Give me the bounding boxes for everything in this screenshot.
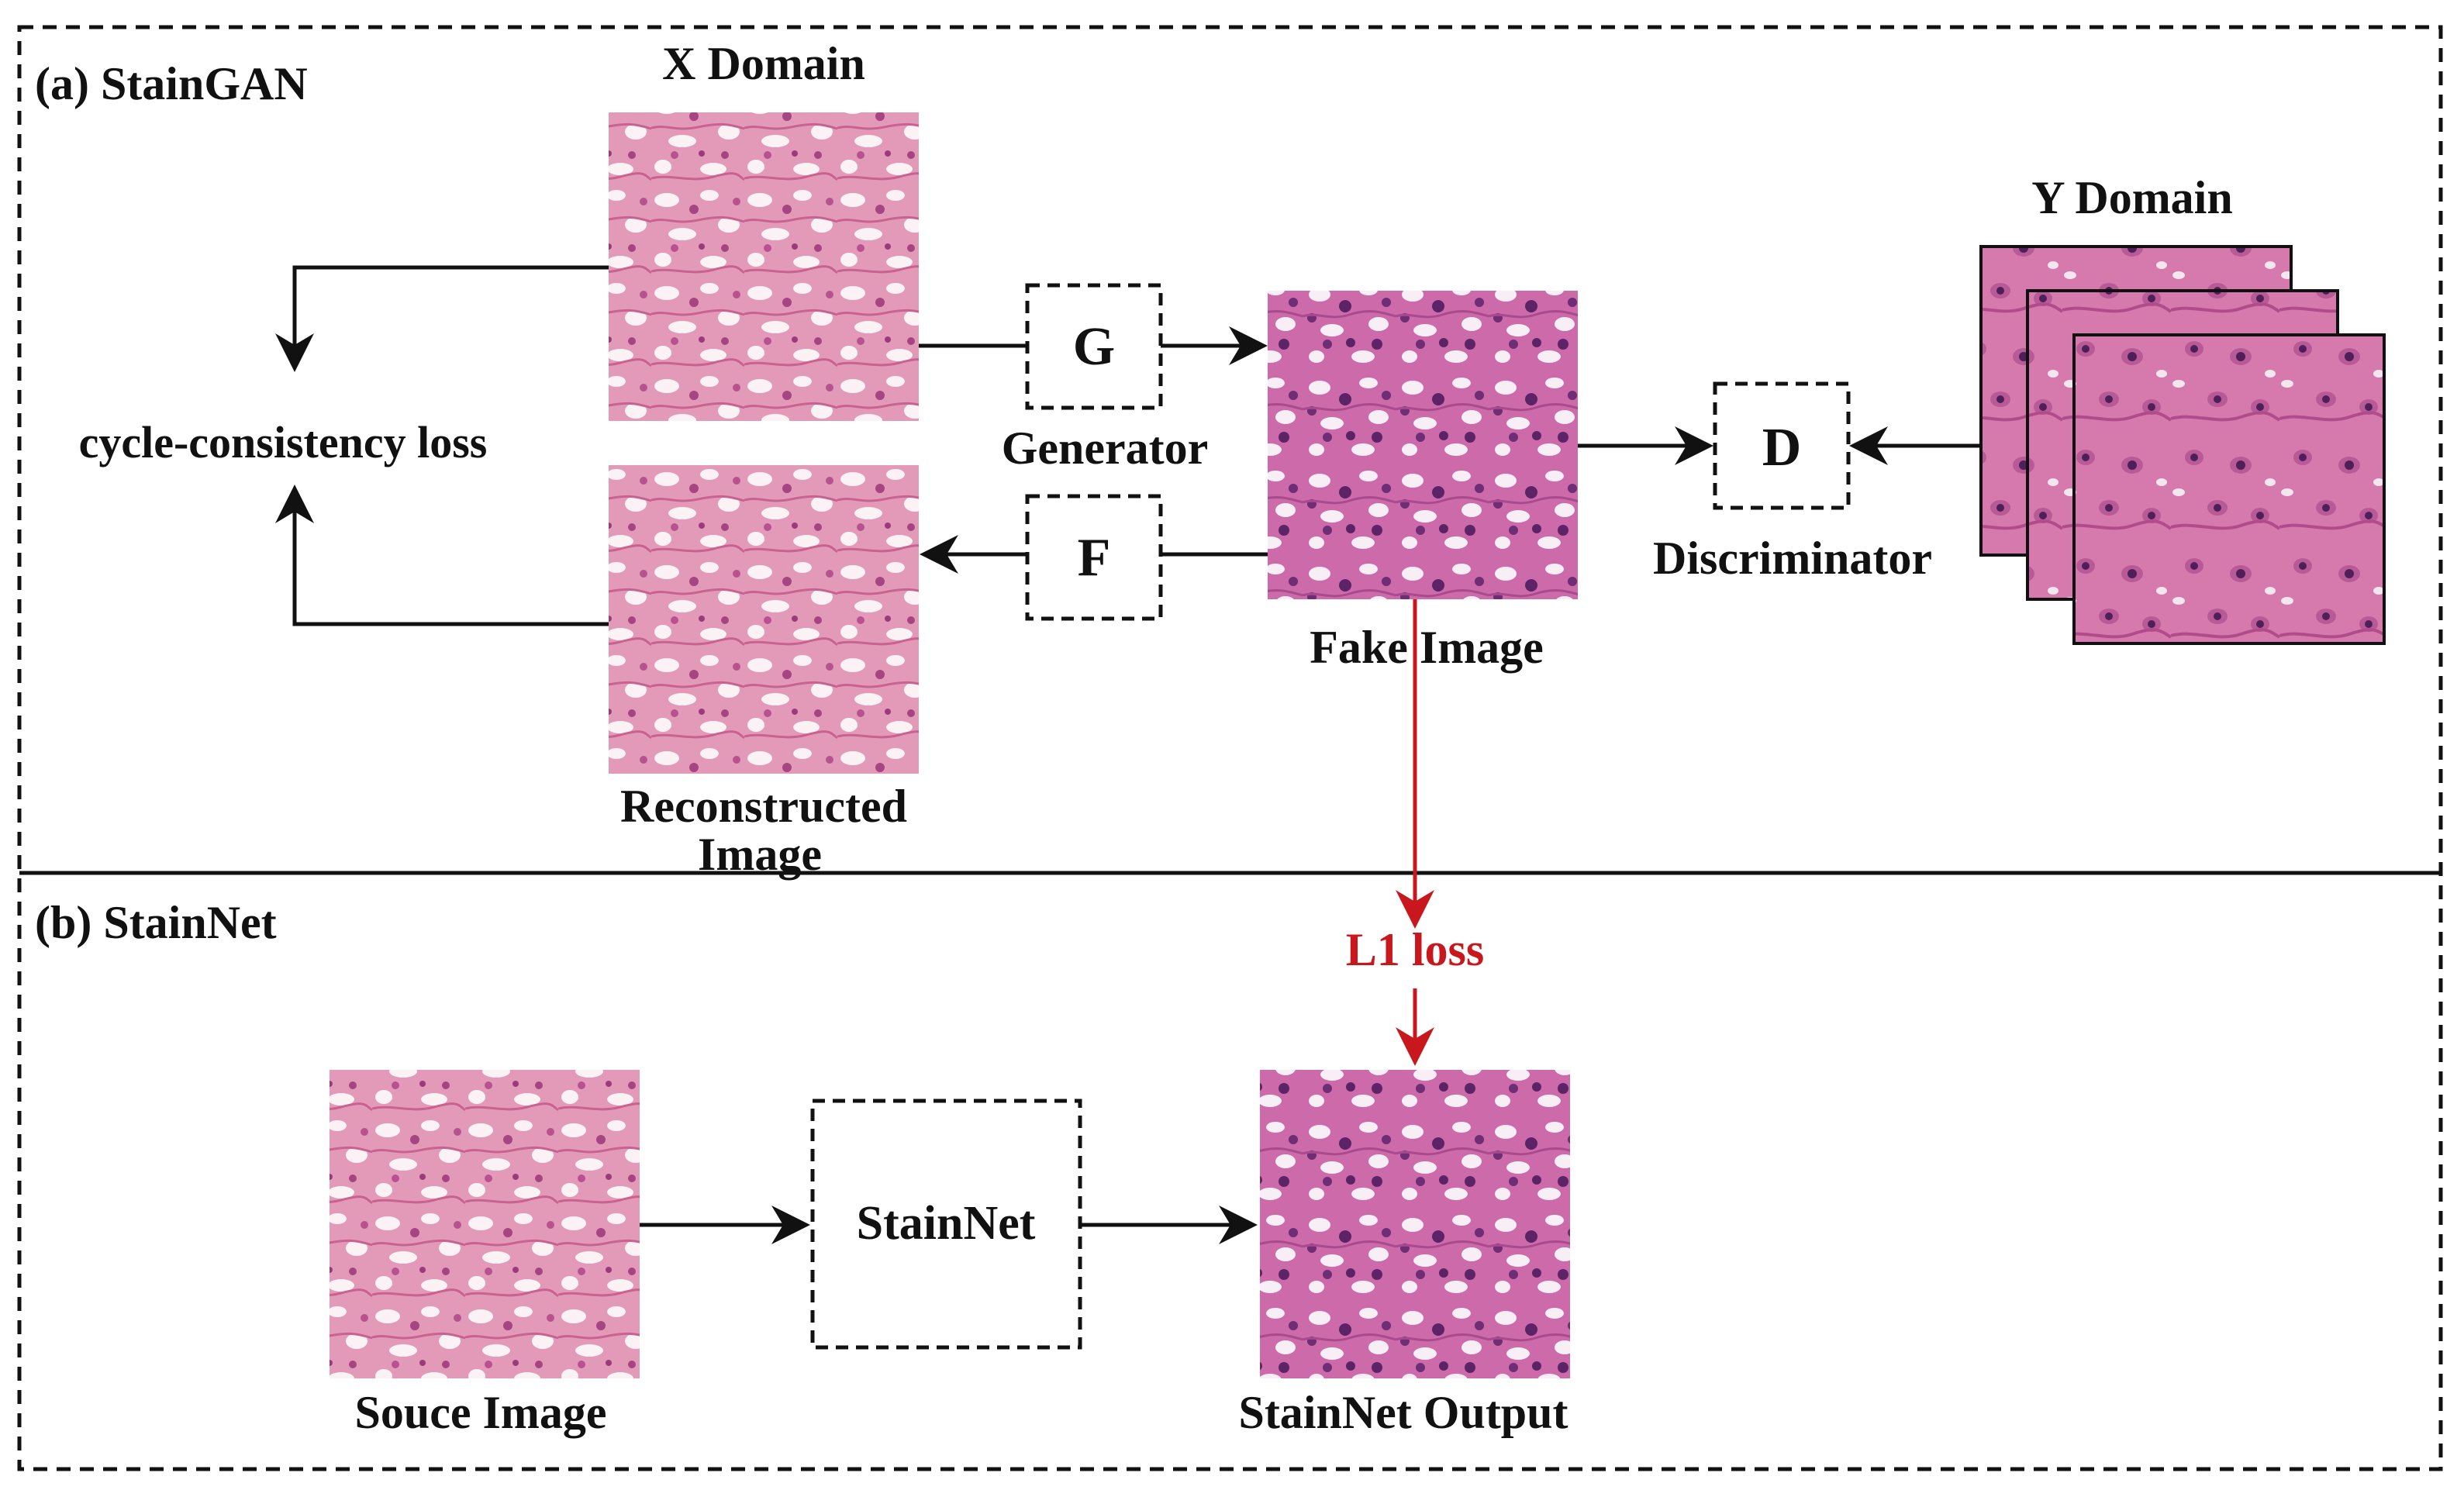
generator-box-label: G (1073, 317, 1115, 377)
stainnet-box (810, 1099, 1082, 1350)
source-image (330, 1070, 640, 1378)
cycle-arrow-bottom (275, 485, 609, 626)
cycle-arrow-top (275, 265, 609, 372)
fake-image-label: Fake Image (1310, 622, 1544, 673)
generator-label: Generator (1002, 423, 1209, 474)
outer-frame (17, 25, 2443, 1471)
f-box (1025, 494, 1163, 621)
reconstructed-image (609, 465, 919, 774)
reconstructed-label-line1: Reconstructed (620, 781, 907, 832)
cycle-consistency-loss-label: cycle-consistency loss (79, 417, 488, 467)
discriminator-box-label: D (1762, 418, 1802, 478)
panel-a-title: (a) StainGAN (35, 58, 308, 109)
discriminator-label: Discriminator (1653, 533, 1932, 584)
y-domain-image-stack (1979, 245, 2386, 645)
x-domain-label: X Domain (662, 38, 865, 89)
stainnet-output-label: StainNet Output (1238, 1387, 1568, 1438)
source-image-label: Souce Image (355, 1387, 607, 1438)
f-box-label: F (1078, 528, 1111, 588)
l1-loss-label: L1 loss (1346, 924, 1484, 975)
stainnet-box-label: StainNet (857, 1197, 1036, 1250)
panel-b-title: (b) StainNet (35, 897, 277, 948)
x-domain-image (609, 112, 919, 421)
stainnet-output-image (1260, 1070, 1570, 1378)
y-domain-label: Y Domain (2031, 172, 2232, 223)
fake-image (1268, 291, 1578, 599)
generator-box (1025, 283, 1163, 410)
discriminator-box (1713, 381, 1851, 510)
reconstructed-label-line2: Image (698, 829, 822, 880)
